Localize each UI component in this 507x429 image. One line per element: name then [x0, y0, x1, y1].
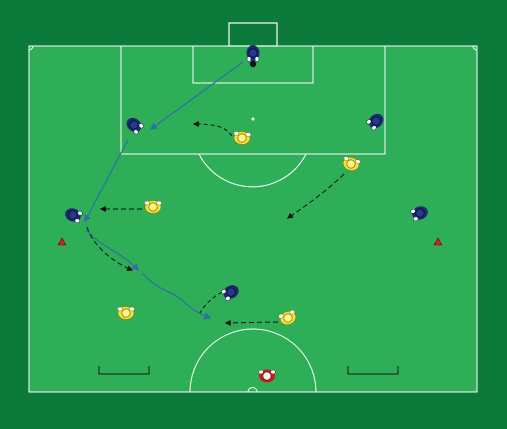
pass-fullback-forward: [85, 229, 139, 272]
corner-arc-left: [28, 45, 34, 51]
pass-to-midfield: [141, 272, 212, 320]
blue-goalkeeper[interactable]: [246, 44, 260, 62]
penalty-arc: [198, 153, 307, 188]
cone-left: [57, 237, 67, 246]
center-spot: [247, 387, 258, 393]
ball-icon: [249, 60, 257, 68]
pitch: [28, 45, 478, 393]
penalty-spot: [251, 117, 255, 121]
center-circle: [189, 328, 317, 393]
run-fullback-overlap: [86, 226, 134, 272]
mini-goal-left: [98, 366, 150, 375]
cone-right: [433, 237, 443, 246]
goal: [228, 22, 278, 47]
run-cf-left: [192, 121, 233, 137]
run-mid-forward: [199, 291, 223, 314]
run-cm-left: [224, 319, 279, 326]
corner-arc-right: [472, 45, 478, 51]
pass-goalkeeper-to-cb: [149, 61, 244, 130]
run-rf-diagonal: [287, 173, 345, 219]
mini-goal-right: [347, 366, 399, 375]
yellow-left-winger[interactable]: [144, 200, 162, 214]
pass-cb-to-fullback: [84, 139, 129, 223]
yellow-left-midfielder[interactable]: [117, 306, 135, 320]
